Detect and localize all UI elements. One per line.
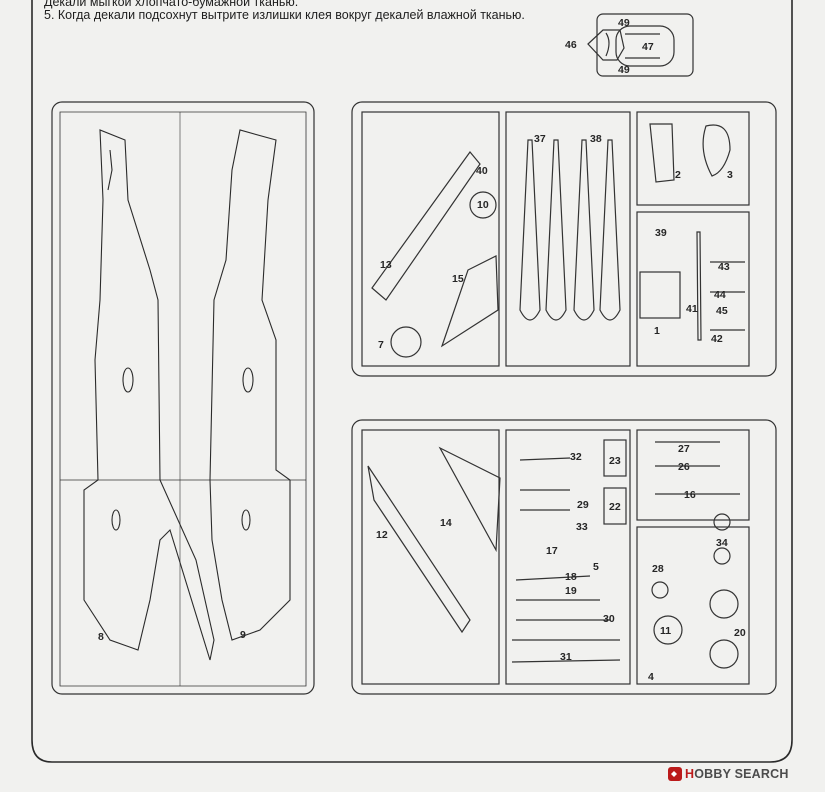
part-label-46: 46 (565, 39, 577, 51)
part-label-37: 37 (534, 133, 546, 145)
part-label-44: 44 (714, 289, 726, 301)
part-label-42: 42 (711, 333, 723, 345)
part-label-30: 30 (603, 613, 615, 625)
part-label-19: 19 (565, 585, 577, 597)
part-label-22: 22 (609, 501, 621, 513)
hobby-search-logo-icon (668, 767, 682, 781)
part-label-31: 31 (560, 651, 572, 663)
part-label-45: 45 (716, 305, 728, 317)
part-label-49-top: 49 (618, 17, 630, 29)
part-label-29: 29 (577, 499, 589, 511)
part-label-47: 47 (642, 41, 654, 53)
part-label-32: 32 (570, 451, 582, 463)
part-label-34: 34 (716, 537, 728, 549)
part-label-20: 20 (734, 627, 746, 639)
lower-sprue (351, 419, 777, 695)
part-label-14: 14 (440, 517, 452, 529)
part-label-23: 23 (609, 455, 621, 467)
fuselage-sprue (51, 101, 315, 695)
fuselage-half-right (209, 129, 291, 641)
instruction-line-1: Декали мыгкой хлопчато-бумажной тканью. (44, 0, 299, 9)
part-label-18: 18 (565, 571, 577, 583)
part-label-33: 33 (576, 521, 588, 533)
part-label-8: 8 (98, 631, 104, 643)
small-sprue-46-47-49 (587, 13, 694, 77)
instruction-line-2: 5. Когда декали подсохнут вытрите излишк… (44, 8, 525, 22)
part-label-41: 41 (686, 303, 698, 315)
hobby-search-watermark: HOBBY SEARCH (668, 765, 789, 783)
part-label-17: 17 (546, 545, 558, 557)
fuselage-half-left (83, 129, 215, 661)
upper-sprue (351, 101, 777, 377)
part-label-43: 43 (718, 261, 730, 273)
part-label-5: 5 (593, 561, 599, 573)
part-label-3: 3 (727, 169, 733, 181)
part-label-4: 4 (648, 671, 654, 683)
part-label-2: 2 (675, 169, 681, 181)
part-label-28: 28 (652, 563, 664, 575)
part-label-11: 11 (660, 625, 671, 637)
part-label-27: 27 (678, 443, 690, 455)
sheet-border (31, 0, 793, 763)
part-label-9: 9 (240, 629, 246, 641)
part-label-49-bottom: 49 (618, 64, 630, 76)
part-label-12: 12 (376, 529, 388, 541)
part-label-10: 10 (477, 199, 489, 211)
part-label-16: 16 (684, 489, 696, 501)
part-label-40: 40 (476, 165, 488, 177)
part-label-13: 13 (380, 259, 392, 271)
part-label-39: 39 (655, 227, 667, 239)
part-label-7: 7 (378, 339, 384, 351)
part-label-15: 15 (452, 273, 464, 285)
hobby-search-text: HOBBY SEARCH (685, 767, 789, 781)
part-label-26: 26 (678, 461, 690, 473)
part-label-38: 38 (590, 133, 602, 145)
part-label-1: 1 (654, 325, 660, 337)
